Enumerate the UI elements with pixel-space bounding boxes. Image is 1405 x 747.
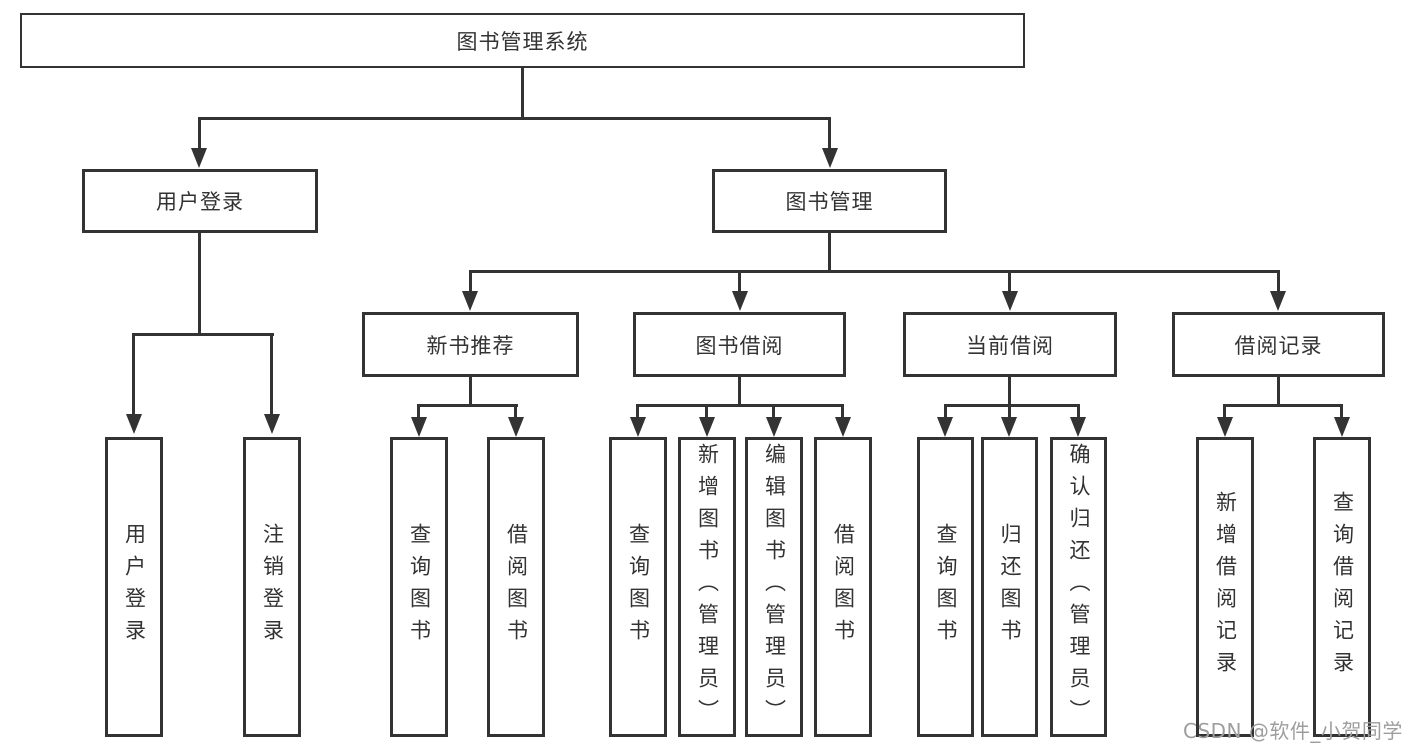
connector-arrow-stem — [270, 333, 273, 416]
connector-arrow-stem — [1077, 404, 1080, 420]
node-label: 借阅记录 — [1234, 333, 1323, 358]
leaf-borrow-books-recommend: 借阅图书 — [487, 437, 545, 737]
connector-root-stem — [521, 68, 524, 120]
connector-user-login-stem — [198, 233, 201, 336]
connector-arrow-stem — [1008, 404, 1011, 420]
arrow-down-icon — [1001, 417, 1017, 437]
arrow-down-icon — [1334, 417, 1350, 437]
node-label: 图书借阅 — [695, 333, 784, 358]
arrow-down-icon — [508, 417, 524, 437]
connector-currentborrow-rail — [944, 404, 1080, 407]
node-label: 归还图书 — [998, 523, 1022, 651]
node-borrowing-records: 借阅记录 — [1172, 312, 1385, 377]
arrow-down-icon — [126, 414, 142, 434]
node-current-borrowing: 当前借阅 — [903, 312, 1117, 377]
connector-arrow-stem — [1223, 404, 1226, 420]
node-book-management: 图书管理 — [712, 169, 947, 233]
arrow-down-icon — [1070, 417, 1086, 437]
arrow-down-icon — [1270, 291, 1286, 311]
node-label: 图书管理 — [785, 190, 874, 214]
arrow-down-icon — [766, 417, 782, 437]
leaf-query-borrow-record: 查询借阅记录 — [1313, 437, 1371, 737]
connector-arrow-stem — [469, 270, 472, 293]
node-book-borrowing: 图书借阅 — [633, 312, 846, 377]
arrow-down-icon — [732, 291, 748, 311]
node-label: 借阅图书 — [831, 523, 856, 651]
arrow-down-icon — [1002, 291, 1018, 311]
leaf-query-books-current: 查询图书 — [917, 437, 974, 737]
connector-bookborrow-stem — [738, 377, 741, 407]
node-label: 新增借阅记录 — [1213, 491, 1238, 683]
leaf-edit-book-admin: 编辑图书（管理员） — [745, 437, 803, 737]
connector-book-management-stem — [828, 233, 831, 273]
connector-arrow-stem — [417, 404, 420, 420]
node-label: 查询图书 — [934, 523, 958, 651]
connector-arrow-stem — [944, 404, 947, 420]
leaf-add-book-admin: 新增图书（管理员） — [678, 437, 736, 737]
arrow-down-icon — [699, 417, 715, 437]
arrow-down-icon — [1217, 417, 1233, 437]
connector-arrow-stem — [636, 404, 639, 420]
connector-bookborrow-rail — [636, 404, 844, 407]
node-label: 查询借阅记录 — [1330, 491, 1355, 683]
connector-arrow-stem — [705, 404, 708, 420]
csdn-watermark: CSDN @软件_小贺同学 — [1183, 719, 1403, 743]
connector-newbook-rail — [417, 404, 518, 407]
connector-arrow-stem — [1277, 270, 1280, 293]
node-label: 用户登录 — [156, 190, 244, 214]
connector-arrow-stem — [514, 404, 517, 420]
leaf-borrow-books-borrowing: 借阅图书 — [814, 437, 872, 737]
connector-newbook-stem — [469, 377, 472, 407]
leaf-user-login: 用户登录 — [105, 437, 163, 737]
node-label: 新书推荐 — [426, 333, 515, 358]
arrow-down-icon — [822, 148, 838, 168]
leaf-add-borrow-record: 新增借阅记录 — [1196, 437, 1254, 737]
node-label: 查询图书 — [407, 523, 432, 651]
connector-arrow-stem — [738, 270, 741, 293]
node-label: 新增图书（管理员） — [695, 443, 720, 731]
node-label: 编辑图书（管理员） — [762, 443, 787, 731]
node-label: 注销登录 — [260, 523, 285, 651]
node-label: 图书管理系统 — [456, 29, 589, 54]
node-label: 用户登录 — [122, 523, 147, 651]
node-user-login: 用户登录 — [82, 169, 318, 233]
connector-user-login-rail — [132, 333, 274, 336]
connector-arrow-stem — [841, 404, 844, 420]
arrow-down-icon — [411, 417, 427, 437]
leaf-logout: 注销登录 — [243, 437, 301, 737]
connector-arrow-stem — [1008, 270, 1011, 293]
arrow-down-icon — [937, 417, 953, 437]
connector-currentborrow-stem — [1008, 377, 1011, 407]
leaf-query-books-borrowing: 查询图书 — [609, 437, 667, 737]
leaf-query-books-recommend: 查询图书 — [390, 437, 448, 737]
arrow-down-icon — [191, 148, 207, 168]
node-label: 借阅图书 — [504, 523, 529, 651]
arrow-down-icon — [462, 291, 478, 311]
arrow-down-icon — [835, 417, 851, 437]
connector-arrow-stem — [1340, 404, 1343, 420]
node-label: 查询图书 — [626, 523, 651, 651]
node-label: 当前借阅 — [966, 333, 1054, 358]
leaf-return-book: 归还图书 — [981, 437, 1038, 737]
connector-arrow-stem — [772, 404, 775, 420]
node-library-management-system: 图书管理系统 — [20, 13, 1025, 68]
arrow-down-icon — [264, 414, 280, 434]
connector-arrow-stem — [828, 117, 831, 150]
arrow-down-icon — [630, 417, 646, 437]
connector-arrow-stem — [198, 117, 201, 150]
node-new-book-recommend: 新书推荐 — [362, 312, 579, 377]
node-label: 确认归还（管理员） — [1067, 443, 1091, 731]
connector-level2-rail — [198, 117, 831, 120]
connector-arrow-stem — [132, 333, 135, 416]
connector-level3-rail — [469, 270, 1280, 273]
connector-records-rail — [1223, 404, 1343, 407]
leaf-confirm-return-admin: 确认归还（管理员） — [1050, 437, 1107, 737]
connector-records-stem — [1277, 377, 1280, 407]
